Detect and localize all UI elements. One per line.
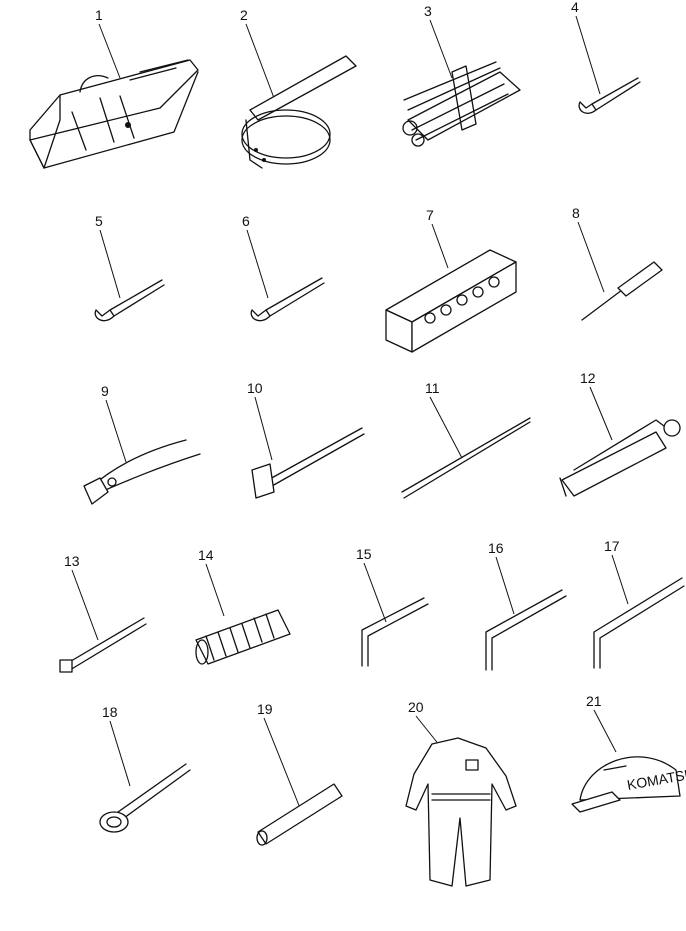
part-4: 4 xyxy=(571,0,641,114)
part-9-number: 9 xyxy=(101,383,109,399)
box-wrench-icon xyxy=(99,763,191,833)
part-7-number: 7 xyxy=(426,207,434,223)
open-end-wrench-icon xyxy=(578,77,641,114)
part-14: 14 xyxy=(195,547,291,665)
part-20: 20 xyxy=(405,699,517,887)
part-12-number: 12 xyxy=(580,370,596,386)
part-7: 7 xyxy=(385,207,517,353)
part-20-number: 20 xyxy=(408,699,424,715)
hammer-icon xyxy=(251,427,365,499)
part-1-number: 1 xyxy=(95,7,103,23)
part-8-number: 8 xyxy=(572,205,580,221)
part-5: 5 xyxy=(94,213,165,322)
part-5-number: 5 xyxy=(95,213,103,229)
open-end-wrench-icon xyxy=(250,277,325,322)
hex-key-icon xyxy=(485,589,567,671)
bolt-icon xyxy=(59,617,147,673)
pipe-icon xyxy=(256,783,343,846)
grease-gun-icon xyxy=(559,419,681,497)
part-6-number: 6 xyxy=(242,213,250,229)
part-9: 9 xyxy=(83,383,201,505)
coverall-icon xyxy=(405,737,517,887)
part-13: 13 xyxy=(59,553,147,673)
open-end-wrench-icon xyxy=(94,279,165,322)
filter-wrench-icon xyxy=(241,55,357,169)
part-13-number: 13 xyxy=(64,553,80,569)
cap-icon: KOMATSU xyxy=(571,756,686,813)
part-21-number: 21 xyxy=(586,693,602,709)
part-4-number: 4 xyxy=(571,0,579,15)
part-1: 1 xyxy=(29,7,199,169)
part-17-number: 17 xyxy=(604,538,620,554)
part-10-number: 10 xyxy=(247,380,263,396)
tool-bag-icon xyxy=(29,59,199,169)
part-15: 15 xyxy=(356,546,429,667)
part-3-number: 3 xyxy=(424,3,432,19)
part-18: 18 xyxy=(99,704,191,833)
part-12: 12 xyxy=(559,370,681,497)
part-16: 16 xyxy=(485,540,567,671)
hex-key-icon xyxy=(593,577,685,669)
part-11-number: 11 xyxy=(425,380,440,396)
part-2: 2 xyxy=(240,7,357,169)
part-15-number: 15 xyxy=(356,546,372,562)
hex-key-icon xyxy=(361,597,429,667)
part-16-number: 16 xyxy=(488,540,504,556)
part-8: 8 xyxy=(572,205,663,321)
part-21: 21 KOMATSU xyxy=(571,693,686,813)
part-17: 17 xyxy=(593,538,685,669)
part-19: 19 xyxy=(256,701,343,846)
part-14-number: 14 xyxy=(198,547,214,563)
wrench-set-icon xyxy=(402,61,521,147)
coil-spring-icon xyxy=(195,609,291,665)
pry-bar-icon xyxy=(401,417,531,499)
socket-set-box-icon xyxy=(385,249,517,353)
part-2-number: 2 xyxy=(240,7,248,23)
part-18-number: 18 xyxy=(102,704,118,720)
part-10: 10 xyxy=(247,380,365,499)
part-3: 3 xyxy=(402,3,521,147)
pliers-icon xyxy=(83,439,201,505)
screwdriver-icon xyxy=(581,261,663,321)
part-11: 11 xyxy=(401,380,531,499)
part-6: 6 xyxy=(242,213,325,322)
part-19-number: 19 xyxy=(257,701,273,717)
